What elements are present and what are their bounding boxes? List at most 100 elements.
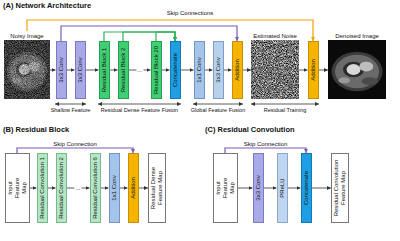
image-caption: Denoised Image [328, 31, 386, 40]
box-label-group: Addition [310, 44, 317, 96]
flow-arrow [243, 70, 252, 71]
flow-arrow [224, 70, 232, 71]
box-label: Residual Convolution 2 [58, 156, 65, 220]
flow-arrow [101, 188, 109, 189]
box-label: Residual Block 20 [153, 44, 160, 96]
ellipsis-label: ... [74, 185, 81, 191]
box-label: 1x1 Conv [111, 156, 118, 220]
skip-connection [156, 32, 175, 41]
image-caption: Noisy Image [4, 31, 50, 40]
flow-arrow [181, 70, 194, 71]
box-label-group: Residual Convolution 6 [92, 156, 99, 220]
annotation-label: Residual Dense Feature Fusion [101, 107, 178, 113]
process-box: Residual Convolution 1 [37, 153, 48, 223]
process-box: Residual Convolution Feature Map [331, 153, 349, 223]
box-label-group: PReLU [279, 156, 286, 220]
annotation-label: Residual Training [264, 107, 307, 113]
flow-arrow [120, 188, 128, 189]
label-anchor: Shallow Feature [51, 107, 91, 113]
range-arrow [193, 104, 243, 105]
annotation-label: Skip Connections [167, 10, 214, 17]
flow-arrow [110, 70, 118, 71]
denoised-mri-image [328, 40, 386, 99]
box-label: 3x3 Conv [58, 44, 65, 96]
skip-connection [27, 20, 313, 41]
skip-connection [61, 26, 237, 41]
edge-label-anchor: ... [136, 67, 143, 73]
process-box: Addition [232, 41, 243, 99]
box-label: Concatenate [303, 156, 310, 220]
process-box: PReLU [277, 153, 288, 223]
box-label-group: Residual Block 1 [101, 44, 108, 96]
box-label-group: Residual Convolution Feature Map [333, 157, 347, 219]
range-arrow [251, 104, 319, 105]
box-label: Residual Block 2 [120, 44, 127, 96]
noise-image [251, 40, 299, 99]
panel-title: (A) Network Architecture [3, 2, 91, 11]
process-box: Residual Dense Feature Map [148, 153, 166, 223]
connection-label: Skip Connection [243, 141, 289, 147]
box-label: 3x3 Conv [255, 156, 262, 220]
image-panel: Noisy Image [4, 31, 50, 99]
box-label: Concatenate [172, 44, 179, 96]
flow-arrow [67, 70, 75, 71]
process-box: Residual Convolution 2 [56, 153, 67, 223]
connection-label: Skip Connection [52, 141, 98, 147]
flow-arrow [162, 70, 170, 71]
process-box: Residual Block 20 [151, 41, 162, 99]
skip-connection [123, 32, 175, 41]
label-anchor: Residual Dense Feature Fusion [101, 107, 178, 113]
process-box: Addition [308, 41, 319, 99]
flow-arrow [238, 188, 253, 189]
image-noise [4, 40, 50, 99]
process-box: 1x1 Conv [109, 153, 120, 223]
panel-title: (B) Residual Block [3, 126, 69, 135]
edge-label-anchor: Skip Connection [52, 141, 98, 147]
process-box: Residual Convolution 6 [90, 153, 101, 223]
process-box: Residual Block 1 [99, 41, 110, 99]
box-label-group: 1x1 Conv [111, 156, 118, 220]
skip-connection [104, 32, 175, 41]
flow-arrow [319, 70, 329, 71]
box-label-group: Addition [130, 156, 137, 220]
box-label: Residual Convolution 1 [39, 156, 46, 220]
box-label-group: Residual Block 2 [120, 44, 127, 96]
process-box: 3x3 Conv [75, 41, 86, 99]
process-box: Addition [128, 153, 139, 223]
label-anchor: (C) Residual Convolution [205, 126, 295, 135]
flow-arrow [299, 70, 308, 71]
flow-arrow [48, 188, 56, 189]
flow-arrow [30, 188, 37, 189]
process-box: Concatenate [301, 153, 312, 223]
process-box: 1x1 Conv [194, 41, 205, 99]
box-label-group: Input Feature Map [215, 171, 236, 205]
box-label-group: Input Feature Map [7, 171, 28, 205]
box-label-group: Addition [234, 44, 241, 96]
edge-label-anchor: ... [74, 185, 81, 191]
process-box: 3x3 Conv [56, 41, 67, 99]
box-label: Residual Block 1 [101, 44, 108, 96]
process-box: Input Feature Map [213, 153, 238, 223]
process-box: Input Feature Map [5, 153, 30, 223]
process-box: Concatenate [170, 41, 181, 99]
label-anchor: (A) Network Architecture [3, 2, 91, 11]
box-label-group: Residual Convolution 1 [39, 156, 46, 220]
box-label: 1x1 Conv [196, 44, 203, 96]
flow-arrow [86, 70, 99, 71]
box-label: Addition [234, 44, 241, 96]
process-box: 3x3 Conv [253, 153, 264, 223]
box-label-group: Residual Dense Feature Map [150, 164, 164, 212]
process-box: Residual Block 2 [118, 41, 129, 99]
box-label-group: 3x3 Conv [77, 44, 84, 96]
box-label-group: Concatenate [172, 44, 179, 96]
image-panel: Denoised Image [328, 31, 386, 99]
edge-label-anchor: Skip Connection [243, 141, 289, 147]
label-anchor: Global Feature Fusion [191, 107, 245, 113]
box-label-group: 1x1 Conv [196, 44, 203, 96]
flow-arrow [264, 188, 277, 189]
box-label: Input Feature Map [215, 171, 236, 205]
box-label: Addition [310, 44, 317, 96]
box-label: 3x3 Conv [77, 44, 84, 96]
